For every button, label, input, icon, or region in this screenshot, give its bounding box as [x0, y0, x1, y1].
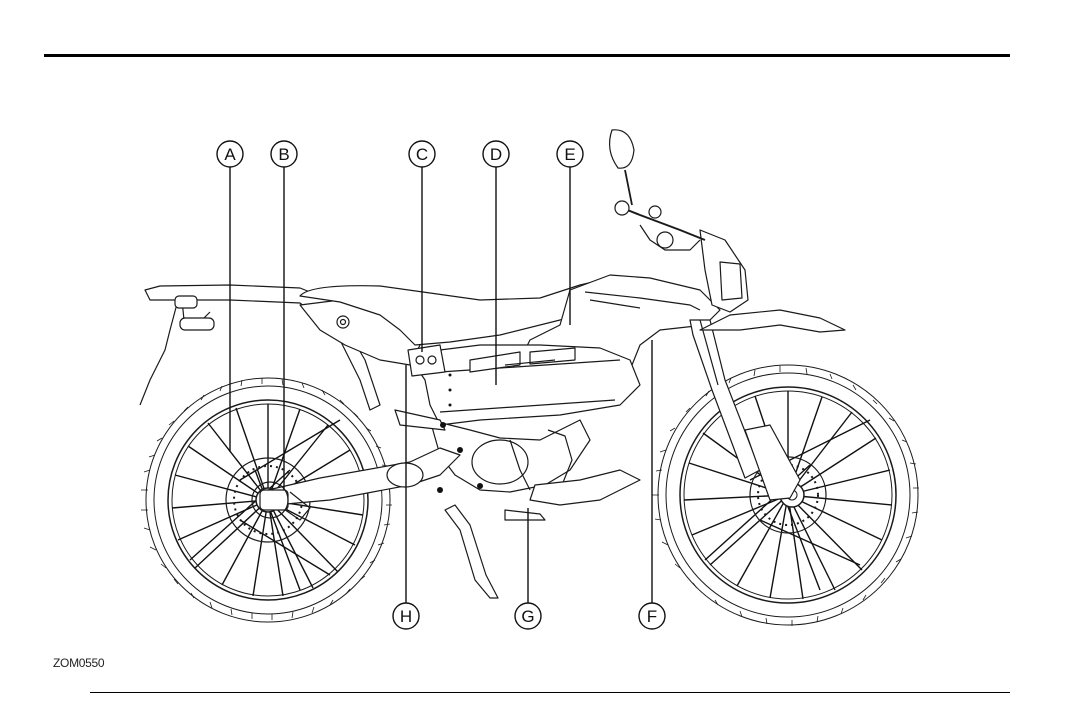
callout-d-label: D: [490, 145, 502, 164]
callout-h-label: H: [400, 607, 412, 626]
motorcycle-body: [140, 130, 845, 598]
callout-b: B: [271, 141, 297, 490]
figure-code: ZOM0550: [53, 656, 104, 670]
callout-h: H: [393, 365, 419, 629]
callout-c-label: C: [416, 145, 428, 164]
footer-rule: [90, 692, 1010, 693]
callout-a-label: A: [224, 145, 236, 164]
callout-g-label: G: [521, 607, 534, 626]
callout-g: G: [515, 508, 541, 629]
callout-f: F: [639, 340, 665, 629]
callout-f-label: F: [647, 607, 657, 626]
callout-e-label: E: [564, 145, 575, 164]
callout-b-label: B: [278, 145, 289, 164]
